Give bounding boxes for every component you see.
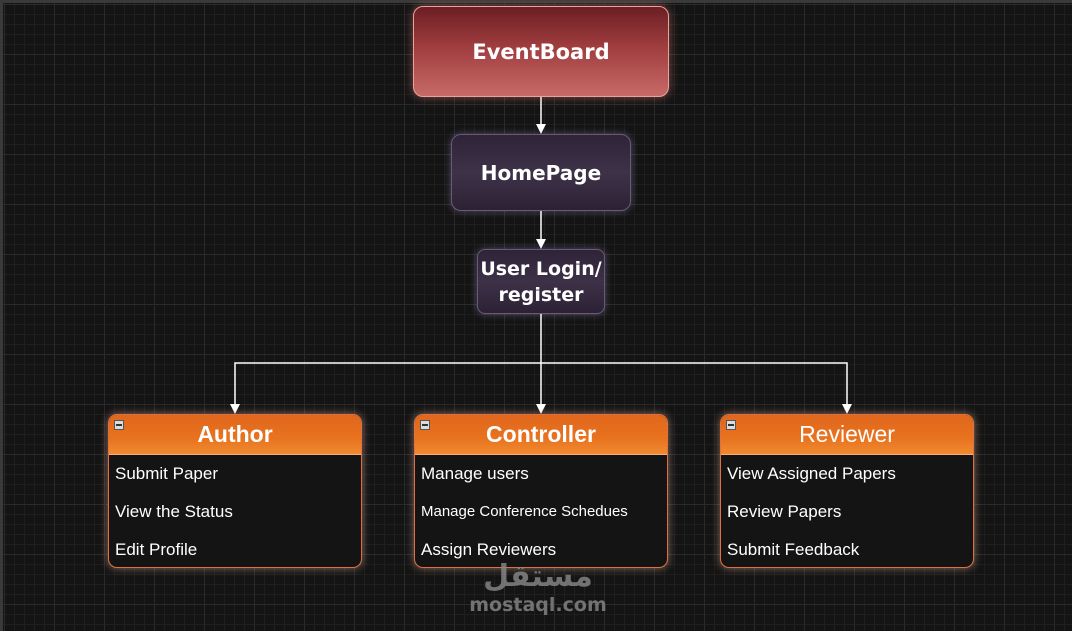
edge-login-reviewer [541, 362, 852, 414]
controller-title: Controller [486, 421, 596, 447]
controller-items: Manage users Manage Conference Schedues … [415, 455, 667, 567]
user-login-register-node[interactable]: User Login/ register [477, 249, 605, 314]
watermark-logo: مستقل mostaql.com [468, 559, 608, 617]
author-role-box[interactable]: Author Submit Paper View the Status Edit… [108, 414, 362, 568]
author-item-edit-profile[interactable]: Edit Profile [115, 540, 198, 559]
edge-login-author [230, 362, 541, 414]
controller-header: Controller [415, 415, 667, 455]
controller-item-manage-users[interactable]: Manage users [421, 464, 529, 483]
controller-item-manage-schedules[interactable]: Manage Conference Schedues [421, 503, 628, 520]
reviewer-item-submit-feedback[interactable]: Submit Feedback [727, 540, 860, 559]
window-left-border [0, 0, 3, 631]
author-title: Author [197, 421, 273, 447]
reviewer-items: View Assigned Papers Review Papers Submi… [721, 455, 973, 567]
reviewer-header: Reviewer [721, 415, 973, 455]
reviewer-role-box[interactable]: Reviewer View Assigned Papers Review Pap… [720, 414, 974, 568]
controller-role-box[interactable]: Controller Manage users Manage Conferenc… [414, 414, 668, 568]
reviewer-title: Reviewer [799, 421, 895, 447]
reviewer-item-review-papers[interactable]: Review Papers [727, 502, 842, 521]
controller-item-assign-reviewers[interactable]: Assign Reviewers [421, 540, 557, 559]
window-top-border [0, 0, 1072, 3]
author-item-submit-paper[interactable]: Submit Paper [115, 464, 218, 483]
author-header: Author [109, 415, 361, 455]
watermark-arabic: مستقل [483, 559, 593, 594]
eventboard-node[interactable]: EventBoard [413, 6, 669, 97]
eventboard-label: EventBoard [472, 39, 610, 64]
minus-box-icon[interactable] [420, 420, 430, 430]
homepage-node[interactable]: HomePage [451, 134, 631, 211]
minus-box-icon[interactable] [114, 420, 124, 430]
login-label: User Login/ register [480, 257, 602, 306]
homepage-label: HomePage [480, 160, 602, 185]
reviewer-item-view-assigned[interactable]: View Assigned Papers [727, 464, 896, 483]
author-items: Submit Paper View the Status Edit Profil… [109, 455, 361, 567]
author-item-view-status[interactable]: View the Status [115, 502, 233, 521]
minus-box-icon[interactable] [726, 420, 736, 430]
watermark-latin: mostaql.com [469, 594, 607, 616]
